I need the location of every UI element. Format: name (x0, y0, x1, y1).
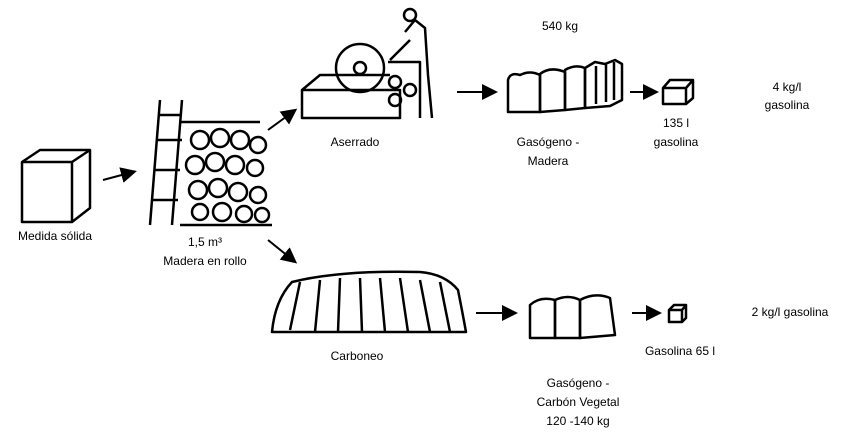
wood-gasifier-label-2: Madera (527, 154, 569, 168)
charcoal-kiln-icon (270, 270, 468, 334)
sawing-machine-icon (300, 7, 434, 120)
flow-arrows (102, 84, 662, 321)
solid-measure-label: Medida sólida (17, 229, 93, 243)
charcoal-fuel-label: Gasolina 65 l (644, 344, 716, 358)
wood-gasifier-label-1: Gasógeno - (516, 135, 580, 149)
wood-gas-bags-icon (506, 58, 624, 114)
woodpile-icon (148, 99, 272, 227)
charcoal-label: Carboneo (330, 349, 384, 363)
charcoal-ratio-label: 2 kg/l gasolina (751, 305, 829, 319)
sawing-label: Aserrado (330, 135, 380, 149)
charcoal-gasifier-label-2: Carbón Vegetal (536, 395, 620, 409)
roll-volume-label: 1,5 m³ (187, 235, 223, 249)
roll-wood-label: Madera en rollo (163, 254, 247, 268)
arrow-icon (267, 239, 298, 264)
wood-mass-label: 540 kg (541, 19, 579, 33)
wood-fuel-label: gasolina (653, 135, 699, 149)
wood-ratio-label: gasolina (764, 98, 810, 112)
charcoal-gasifier-label-1: Gasógeno - (546, 376, 610, 390)
wood-fuel-cube-icon (661, 78, 695, 106)
charcoal-fuel-cube-icon (667, 303, 688, 324)
wood-fuel-amount: 135 l (662, 116, 690, 130)
arrow-icon (102, 167, 137, 183)
charcoal-gas-bags-icon (528, 294, 617, 340)
charcoal-mass-label: 120 -140 kg (546, 414, 610, 428)
wood-ratio: 4 kg/l (772, 80, 802, 94)
solid-cube-icon (20, 148, 92, 224)
arrow-icon (267, 108, 298, 131)
